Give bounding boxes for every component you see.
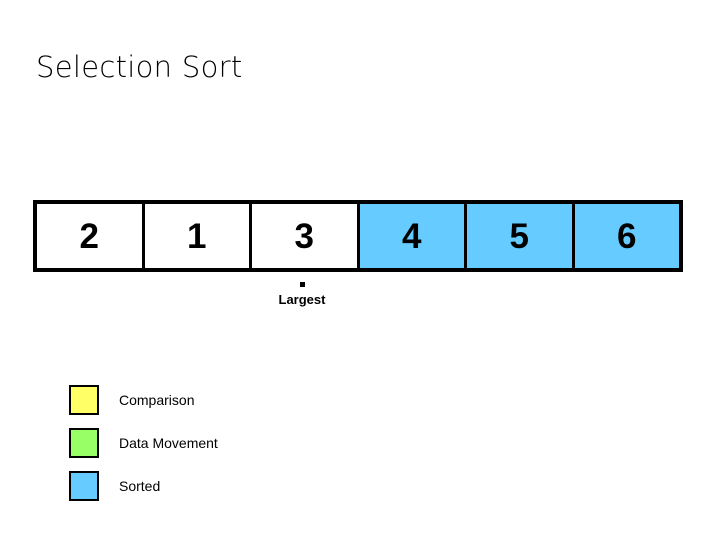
legend-swatch-data-movement — [69, 428, 99, 458]
array-cell-value: 6 — [617, 216, 637, 256]
array-cell-value: 3 — [294, 216, 314, 256]
array-cell-value: 5 — [509, 216, 529, 256]
array-cell[interactable]: 2 — [37, 204, 145, 268]
array-cell-value: 2 — [79, 216, 99, 256]
array-cell[interactable]: 1 — [144, 204, 252, 268]
largest-pointer-label: Largest — [278, 292, 326, 307]
largest-pointer: Largest — [248, 282, 356, 307]
page-title: Selection Sort — [36, 50, 243, 84]
legend-label-data-movement: Data Movement — [119, 435, 218, 451]
legend-item-data-movement: Data Movement — [69, 428, 218, 458]
legend-swatch-comparison — [69, 385, 99, 415]
array-cell-value: 4 — [402, 216, 422, 256]
array-cell[interactable]: 6 — [574, 204, 679, 268]
array-cell[interactable]: 5 — [467, 204, 575, 268]
array-visualization: 2 1 3 4 5 6 — [33, 200, 683, 272]
array-cell-value: 1 — [187, 216, 207, 256]
legend-swatch-sorted — [69, 471, 99, 501]
dot-marker-icon — [299, 282, 305, 287]
legend-label-comparison: Comparison — [119, 392, 195, 408]
legend-label-sorted: Sorted — [119, 478, 161, 494]
legend-item-sorted: Sorted — [69, 471, 218, 501]
array-cell[interactable]: 3 — [252, 204, 360, 268]
array-cell[interactable]: 4 — [359, 204, 467, 268]
legend: Comparison Data Movement Sorted — [69, 385, 218, 501]
legend-item-comparison: Comparison — [69, 385, 218, 415]
